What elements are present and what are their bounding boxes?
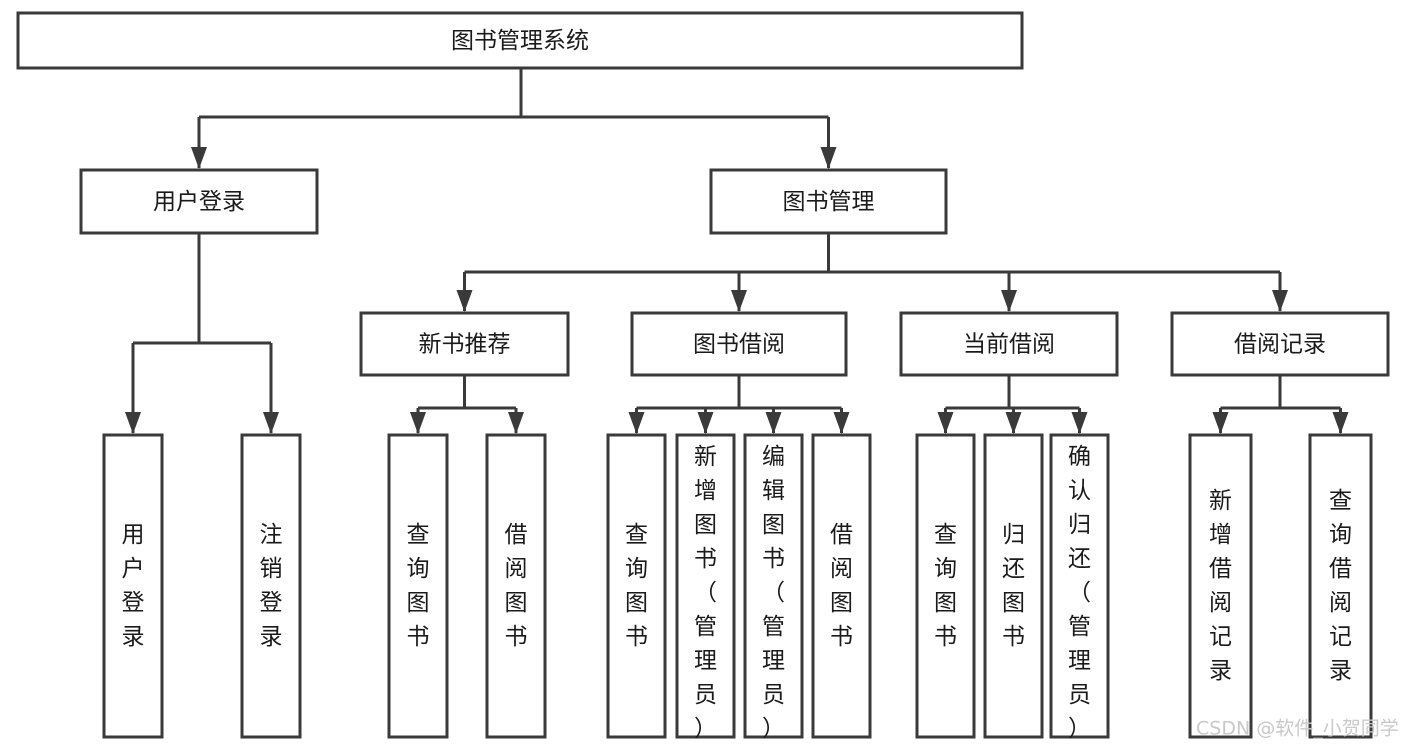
node-box[interactable] — [675, 433, 736, 739]
node-box[interactable] — [915, 433, 976, 739]
arrow-head — [820, 147, 837, 169]
arrow-head — [1001, 290, 1017, 312]
node-label: 查询图书 — [934, 522, 957, 650]
node-label: 图书管理 — [783, 189, 875, 215]
node-leaf-user-login[interactable]: 用户登录 — [102, 433, 164, 739]
node-label: 图书借阅 — [693, 332, 785, 358]
node-box[interactable] — [743, 433, 804, 739]
node-current-borrow[interactable]: 当前借阅 — [899, 311, 1119, 377]
node-leaf-query-book-2[interactable]: 查询图书 — [606, 433, 667, 739]
node-label: 新增借阅记录 — [1209, 488, 1232, 684]
node-box[interactable] — [240, 433, 302, 739]
node-label: 借阅图书 — [505, 522, 528, 650]
node-label: 查询图书 — [625, 522, 648, 650]
node-label: 借阅图书 — [830, 522, 853, 650]
node-leaf-logout[interactable]: 注销登录 — [240, 433, 302, 739]
arrow-head — [628, 412, 645, 434]
node-leaf-add-record[interactable]: 新增借阅记录 — [1188, 433, 1253, 739]
node-box[interactable] — [1170, 311, 1390, 377]
node-label: 用户登录 — [122, 522, 145, 650]
node-box[interactable] — [1308, 433, 1373, 739]
node-leaf-add-book[interactable]: 新增图书（管理员） — [675, 433, 736, 742]
node-new-book-recommend[interactable]: 新书推荐 — [359, 311, 570, 377]
node-box[interactable] — [983, 433, 1044, 739]
node-user-login[interactable]: 用户登录 — [79, 168, 319, 235]
node-leaf-borrow-book-1[interactable]: 借阅图书 — [485, 433, 547, 739]
nodes-layer: 图书管理系统用户登录图书管理新书推荐图书借阅当前借阅借阅记录用户登录注销登录查询… — [16, 11, 1390, 742]
node-label: 注销登录 — [260, 522, 283, 650]
node-label: 用户登录 — [153, 189, 245, 215]
arrow-head — [1332, 412, 1349, 434]
node-box[interactable] — [79, 168, 319, 235]
node-box[interactable] — [606, 433, 667, 739]
arrow-head — [833, 412, 850, 434]
node-box[interactable] — [387, 433, 449, 739]
node-box[interactable] — [359, 311, 570, 377]
arrow-head — [1212, 412, 1229, 434]
node-label: 新书推荐 — [419, 332, 511, 358]
node-label: 查询借阅记录 — [1329, 488, 1352, 684]
node-label: 新增图书（管理员） — [694, 444, 717, 742]
arrow-head — [1071, 412, 1088, 434]
node-label: 当前借阅 — [963, 332, 1055, 358]
node-leaf-query-record[interactable]: 查询借阅记录 — [1308, 433, 1373, 739]
node-label: 查询图书 — [407, 522, 430, 650]
node-box[interactable] — [102, 433, 164, 739]
arrow-head — [937, 412, 954, 434]
arrow-head — [456, 290, 473, 312]
node-box[interactable] — [485, 433, 547, 739]
node-book-management[interactable]: 图书管理 — [709, 168, 948, 235]
node-label: 借阅记录 — [1234, 332, 1326, 358]
node-box[interactable] — [16, 11, 1024, 70]
node-leaf-query-book-3[interactable]: 查询图书 — [915, 433, 976, 739]
node-label: 归还图书 — [1002, 522, 1025, 650]
arrow-head — [697, 412, 714, 434]
arrow-head — [765, 412, 782, 434]
arrow-head — [410, 412, 426, 434]
arrow-head — [125, 412, 141, 434]
node-label: 确认归还（管理员） — [1068, 444, 1091, 742]
node-box[interactable] — [1188, 433, 1253, 739]
arrow-head — [191, 147, 207, 169]
arrow-head — [1272, 290, 1288, 312]
node-box[interactable] — [899, 311, 1119, 377]
node-leaf-query-book-1[interactable]: 查询图书 — [387, 433, 449, 739]
node-label: 图书管理系统 — [451, 28, 589, 54]
node-leaf-return-book[interactable]: 归还图书 — [983, 433, 1044, 739]
connectors-layer — [125, 68, 1349, 434]
node-label: 编辑图书（管理员） — [762, 444, 785, 742]
arrow-head — [1005, 412, 1022, 434]
node-box[interactable] — [709, 168, 948, 235]
node-leaf-confirm-return[interactable]: 确认归还（管理员） — [1049, 433, 1110, 742]
node-root-system[interactable]: 图书管理系统 — [16, 11, 1024, 70]
node-box[interactable] — [630, 311, 848, 377]
node-leaf-borrow-book-2[interactable]: 借阅图书 — [811, 433, 872, 739]
arrow-head — [731, 290, 747, 312]
node-box[interactable] — [811, 433, 872, 739]
node-box[interactable] — [1049, 433, 1110, 739]
arrow-head — [508, 412, 524, 434]
node-borrow-record[interactable]: 借阅记录 — [1170, 311, 1390, 377]
node-book-borrow[interactable]: 图书借阅 — [630, 311, 848, 377]
watermark-text: CSDN @软件_小贺同学 — [1196, 718, 1399, 740]
node-leaf-edit-book[interactable]: 编辑图书（管理员） — [743, 433, 804, 742]
arrow-head — [263, 412, 279, 434]
